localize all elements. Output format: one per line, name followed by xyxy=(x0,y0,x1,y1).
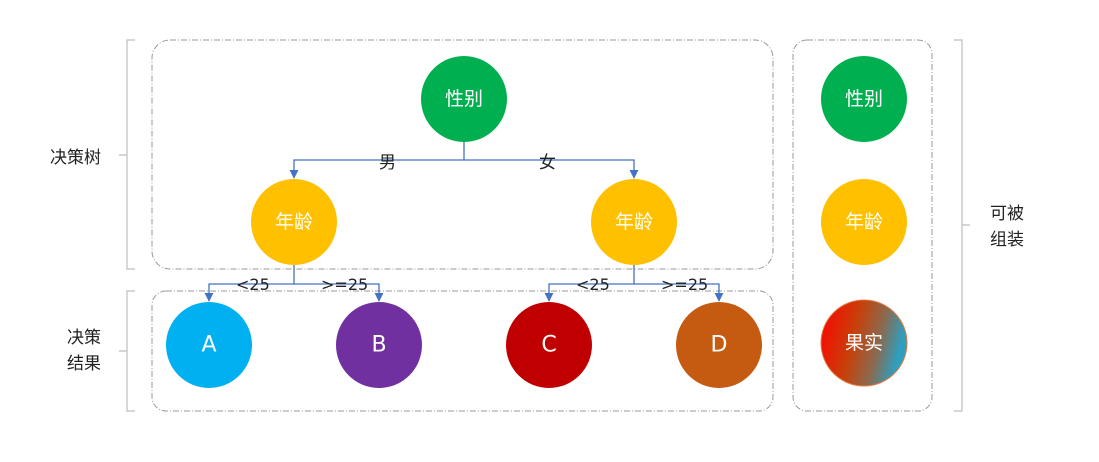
edge-label-lt25-left: <25 xyxy=(236,275,270,294)
result-label: D xyxy=(711,333,728,358)
component-label: 性别 xyxy=(845,88,883,110)
component-circle xyxy=(821,179,907,265)
component-gender: 性别 xyxy=(821,56,907,142)
node-age-left: 年龄 xyxy=(251,179,337,265)
node-gender: 性别 xyxy=(421,56,507,142)
edge-label-female: 女 xyxy=(539,153,556,173)
edge-label-ge25-right: >=25 xyxy=(661,275,708,294)
node-label: 年龄 xyxy=(275,211,313,233)
component-group-box xyxy=(792,39,933,412)
result-c: C xyxy=(506,302,592,388)
result-label: A xyxy=(201,333,216,358)
assemble-label-line2: 组装 xyxy=(990,230,1024,250)
edge-female xyxy=(464,159,639,179)
edge-label-ge25-left: >=25 xyxy=(321,275,368,294)
node-circle xyxy=(251,179,337,265)
result-circle xyxy=(676,302,762,388)
edge-left-ge25 xyxy=(294,283,384,302)
component-circle xyxy=(820,299,908,387)
result-bracket xyxy=(119,290,135,412)
edge-male xyxy=(289,142,465,179)
node-age-right: 年龄 xyxy=(591,179,677,265)
tree-bracket xyxy=(119,39,135,270)
component-fruit: 果实 xyxy=(820,299,908,387)
edge-label-lt25-right: <25 xyxy=(576,275,610,294)
node-circle xyxy=(591,179,677,265)
result-d: D xyxy=(676,302,762,388)
component-age: 年龄 xyxy=(821,179,907,265)
assemble-label-line1: 可被 xyxy=(990,204,1024,224)
result-a: A xyxy=(166,302,252,388)
result-circle xyxy=(336,302,422,388)
result-label: C xyxy=(541,333,556,358)
tree-group-box xyxy=(151,39,774,270)
component-label: 果实 xyxy=(845,332,883,354)
edge-right-ge25 xyxy=(634,283,724,302)
edge-label-male: 男 xyxy=(379,153,396,173)
edge-left-lt25 xyxy=(204,265,295,302)
tree-label: 决策树 xyxy=(50,148,101,168)
node-circle xyxy=(421,56,507,142)
assemble-bracket xyxy=(954,39,970,412)
result-label: B xyxy=(371,333,386,358)
result-group-box xyxy=(151,290,774,412)
edge-right-lt25 xyxy=(544,265,635,302)
node-label: 年龄 xyxy=(615,211,653,233)
result-circle xyxy=(166,302,252,388)
node-label: 性别 xyxy=(445,88,483,110)
component-label: 年龄 xyxy=(845,211,883,233)
component-circle xyxy=(821,56,907,142)
result-label-line1: 决策 xyxy=(67,328,101,348)
result-b: B xyxy=(336,302,422,388)
result-circle xyxy=(506,302,592,388)
result-label-line2: 结果 xyxy=(67,354,101,374)
